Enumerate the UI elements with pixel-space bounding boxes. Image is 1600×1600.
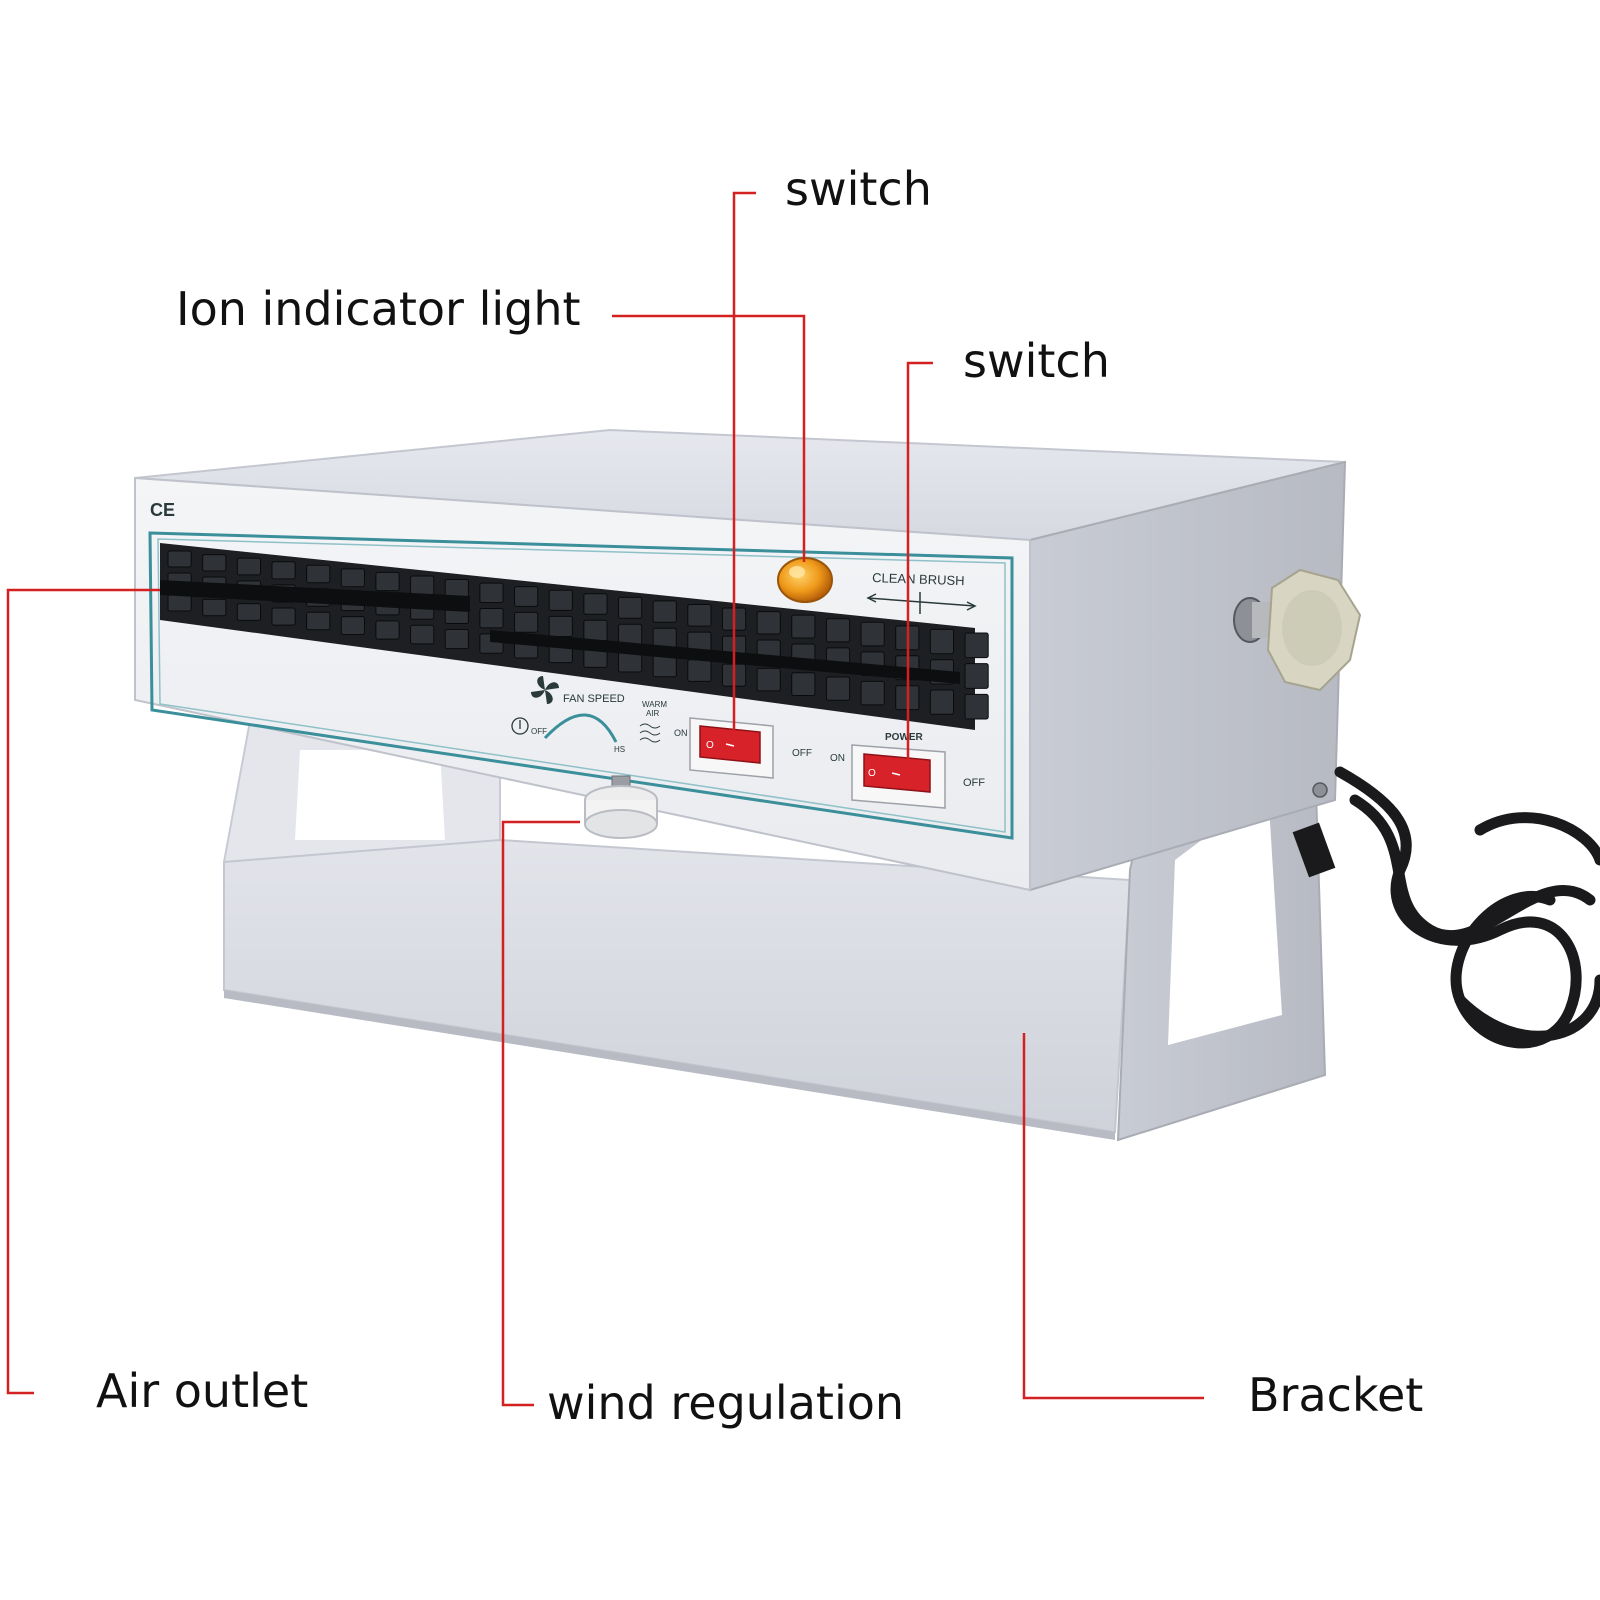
power-cord-icon: [1292, 766, 1600, 1049]
leader-bracket: [1022, 1033, 1204, 1400]
grille-slot: [479, 607, 504, 629]
fan-speed-arc: [543, 713, 618, 743]
label-bracket: Bracket: [1248, 1368, 1424, 1422]
power-label: POWER: [885, 732, 924, 743]
grille-slot: [410, 575, 435, 596]
power-symbol-icon: [511, 717, 529, 735]
grille-slot: [479, 582, 504, 603]
grille-slot: [860, 680, 885, 706]
grille-slot: [964, 663, 989, 689]
grille-slot: [306, 564, 331, 584]
label-switch-right: switch: [963, 334, 1110, 388]
grille-slot: [964, 693, 989, 720]
grille-slot: [236, 603, 262, 621]
ce-mark-icon: CE: [150, 500, 175, 520]
grille-slot: [687, 603, 712, 627]
grille-slot: [583, 593, 608, 615]
ground-screw: [1312, 782, 1328, 798]
grille-slot: [514, 611, 539, 633]
clean-brush-arrow-icon: [866, 592, 977, 614]
grille-slot: [271, 561, 296, 580]
grille-slot: [756, 611, 781, 635]
grille-slot: [617, 596, 643, 619]
grille-slot: [271, 607, 296, 626]
grille-slot: [375, 571, 400, 592]
grille-slots: [167, 550, 989, 720]
grille-slot: [167, 594, 192, 612]
label-switch-top: switch: [785, 162, 932, 216]
grille-slot: [548, 589, 573, 611]
off-label-1: OFF: [792, 748, 812, 759]
fan-speed-label: FAN SPEED: [563, 693, 625, 705]
leader-ion-indicator: [612, 314, 806, 562]
leader-switch-top: [732, 191, 756, 730]
air-outlet-grille: [160, 543, 989, 730]
off-left-label: OFF: [531, 727, 547, 736]
front-panel-trim: [148, 531, 1014, 840]
grille-slot: [791, 614, 816, 639]
grille-slot: [444, 629, 469, 650]
grille-slot: [825, 676, 851, 701]
grille-slot: [410, 624, 435, 645]
base-plate: [223, 838, 1132, 1140]
leader-wind-regulation: [501, 820, 580, 1407]
wind-regulation-knob[interactable]: [584, 775, 658, 839]
on-label-1: ON: [674, 728, 688, 738]
grille-slot: [652, 600, 677, 623]
hs-label: HS: [614, 745, 625, 754]
grille-slot: [929, 628, 955, 655]
grille-slot: [202, 554, 227, 572]
bracket-clamp-knob[interactable]: [1233, 568, 1362, 692]
grille-slot: [652, 654, 677, 678]
svg-text:O: O: [868, 768, 876, 779]
grille-slot: [929, 689, 955, 715]
right-bracket-cutout: [1168, 790, 1282, 1045]
grille-slot: [340, 568, 365, 588]
grille-slot: [548, 615, 573, 638]
leader-air-outlet: [6, 588, 160, 1395]
clean-brush-label: CLEAN BRUSH: [872, 570, 965, 588]
off-label-2: OFF: [963, 777, 985, 789]
grille-slot: [791, 672, 816, 697]
ion-indicator-light: [777, 557, 833, 603]
label-ion-indicator-light: Ion indicator light: [176, 282, 581, 336]
grille-slot: [687, 659, 712, 682]
svg-text:O: O: [706, 740, 714, 751]
grille-slot: [825, 618, 851, 643]
on-label-2: ON: [830, 753, 845, 764]
label-wind-regulation: wind regulation: [547, 1376, 905, 1430]
grille-slot: [306, 611, 331, 631]
grille-slot: [202, 598, 227, 617]
grille-slot: [860, 621, 885, 647]
grille-slot: [514, 586, 539, 607]
grille-slot: [756, 667, 781, 692]
fan-icon: [531, 676, 559, 704]
grille-slot: [167, 550, 192, 568]
leader-switch-right: [906, 361, 933, 760]
grille-slot: [236, 557, 262, 576]
warm-air-label-1: WARM: [642, 700, 667, 709]
grille-slot: [375, 620, 400, 640]
panel-printing: CE CLEAN BRUSH FAN SPEED OFF HS WARM AIR: [150, 500, 985, 809]
grille-slot: [340, 616, 365, 635]
warm-air-label-2: AIR: [646, 709, 660, 718]
left-bracket-cutout: [295, 750, 445, 840]
grille-slot: [964, 632, 989, 659]
warm-air-switch[interactable]: O: [689, 717, 774, 779]
label-air-outlet: Air outlet: [96, 1364, 309, 1418]
grille-slot: [583, 619, 608, 642]
warm-air-icon: [639, 723, 661, 743]
power-switch[interactable]: O: [851, 744, 946, 809]
leader-lines: [6, 191, 1204, 1407]
